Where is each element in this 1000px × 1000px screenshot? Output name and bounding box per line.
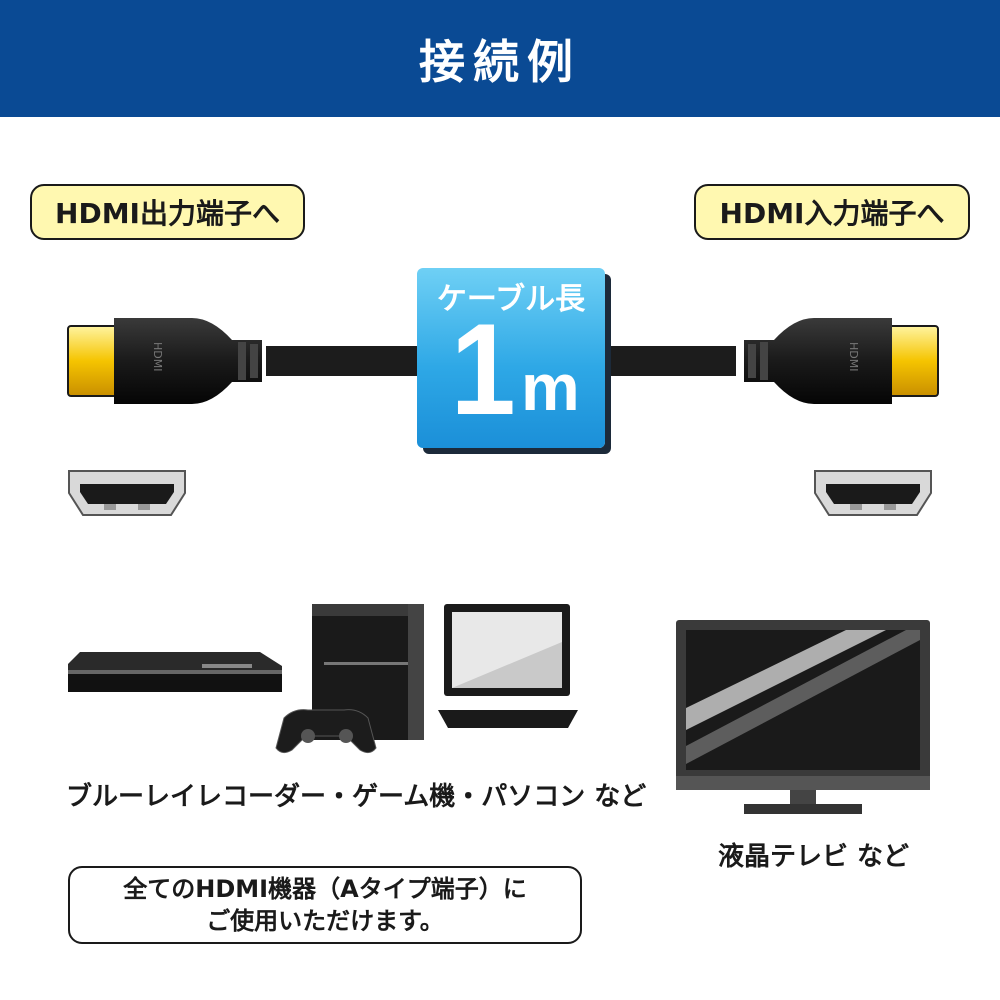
cable-length-value: 1 (450, 296, 516, 442)
page-title: 接続例 (419, 34, 581, 89)
right-hdmi-port-icon (814, 470, 932, 516)
cable-length-caption: ケーブル長 (436, 282, 586, 317)
note-line-1: 全てのHDMI機器（Aタイプ端子）に (123, 875, 527, 903)
input-port-label: HDMI入力端子へ (694, 184, 970, 240)
left-hdmi-port-icon (68, 470, 186, 516)
note-line-2: ご使用いただけます。 (206, 907, 444, 935)
game-controller-icon (275, 709, 377, 754)
compatibility-note: 全てのHDMI機器（Aタイプ端子）に ご使用いただけます。 (68, 866, 582, 944)
cable-length-unit: m (521, 350, 580, 424)
source-devices-illustration (68, 604, 578, 754)
cable-length-badge: ケーブル長 1 m (417, 268, 605, 448)
output-port-label: HDMI出力端子へ (30, 184, 305, 240)
sources-caption: ブルーレイレコーダー・ゲーム機・パソコン など (66, 782, 647, 812)
game-console-icon (312, 604, 424, 740)
svg-text:HDMI: HDMI (151, 342, 164, 371)
display-caption: 液晶テレビ など (718, 842, 910, 872)
right-hdmi-plug-icon: HDMI (744, 318, 939, 404)
tv-icon (676, 620, 930, 814)
bluray-recorder-icon (68, 652, 282, 692)
laptop-icon (438, 604, 578, 728)
left-hdmi-plug-icon: HDMI (67, 318, 262, 404)
header-bar: 接続例 (0, 0, 1000, 117)
svg-text:HDMI: HDMI (847, 342, 860, 371)
